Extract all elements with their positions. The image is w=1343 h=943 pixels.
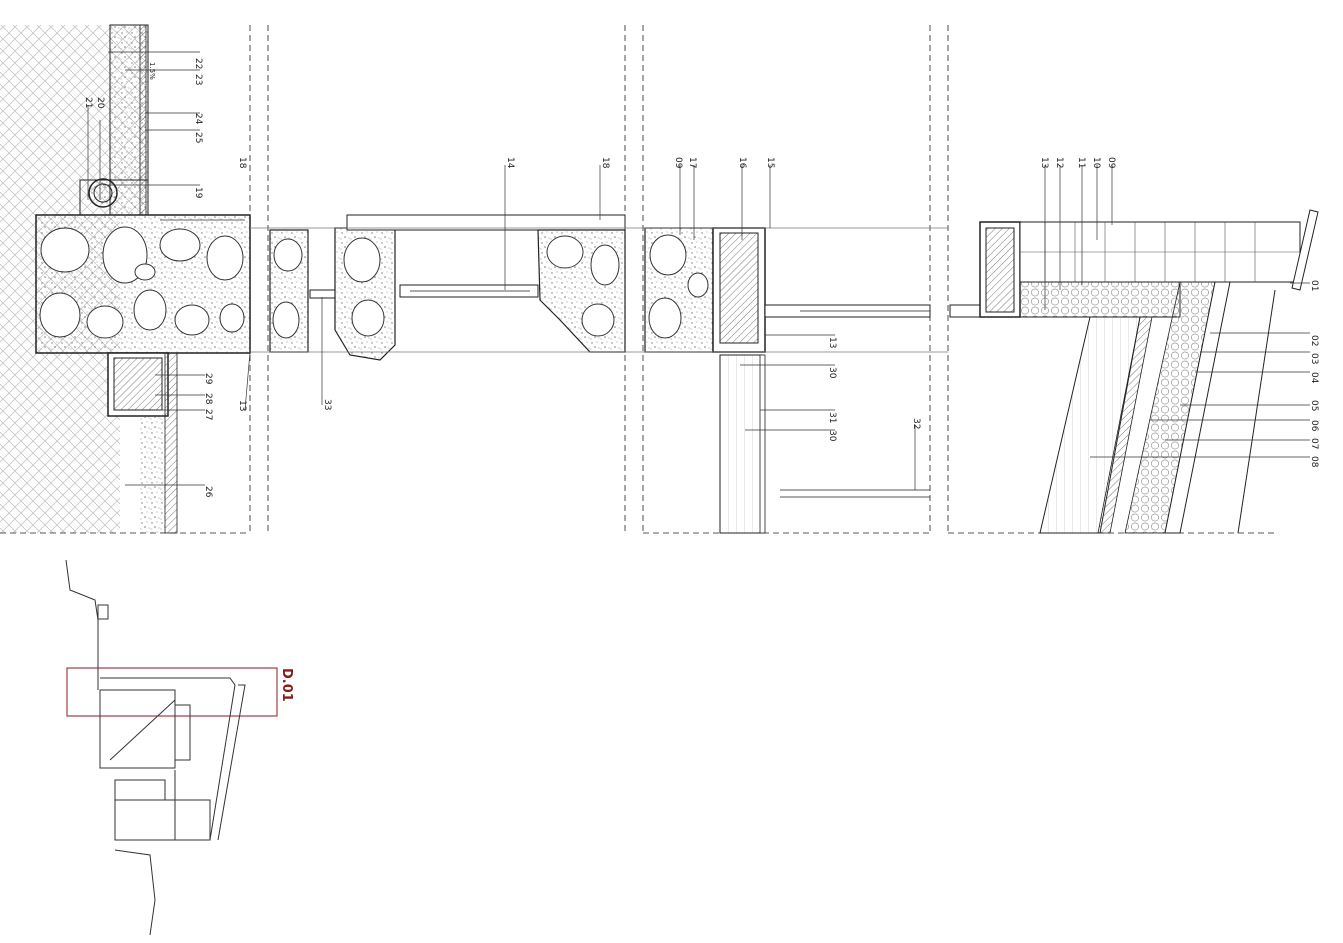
callout-20: 20 bbox=[95, 97, 105, 109]
callout-02: 02 bbox=[1309, 335, 1319, 346]
callout-13-right: 13 bbox=[1039, 157, 1049, 168]
callout-28: 28 bbox=[203, 393, 213, 405]
callout-31: 31 bbox=[827, 412, 837, 423]
callout-16: 16 bbox=[737, 157, 747, 169]
callout-15: 15 bbox=[765, 157, 775, 168]
callout-06: 06 bbox=[1309, 420, 1319, 432]
dimension-slope: 1.5% bbox=[148, 62, 156, 80]
callout-21: 21 bbox=[83, 97, 93, 108]
callout-29: 29 bbox=[203, 373, 213, 385]
callout-24: 24 bbox=[193, 113, 203, 125]
detail-label: D.01 bbox=[279, 668, 294, 702]
callout-07: 07 bbox=[1309, 438, 1319, 449]
callout-14: 14 bbox=[505, 157, 515, 169]
key-plan bbox=[65, 559, 278, 936]
callout-33: 33 bbox=[322, 399, 332, 410]
callout-05: 05 bbox=[1309, 400, 1319, 411]
callout-23: 23 bbox=[193, 74, 203, 85]
panel-lintel bbox=[643, 25, 931, 534]
callout-03: 03 bbox=[1309, 353, 1319, 364]
callout-25: 25 bbox=[193, 132, 203, 143]
callout-27: 27 bbox=[203, 409, 213, 420]
timber-post bbox=[719, 354, 763, 534]
callout-26: 26 bbox=[203, 486, 213, 498]
callout-01: 01 bbox=[1309, 280, 1319, 291]
panel-foundation bbox=[0, 24, 251, 534]
callout-30-bottom: 30 bbox=[827, 430, 837, 442]
drain-pipe bbox=[88, 178, 118, 208]
callout-08: 08 bbox=[1309, 456, 1319, 468]
callout-30-top: 30 bbox=[827, 367, 837, 379]
callout-13-mid: 13 bbox=[827, 337, 837, 348]
panel-window bbox=[269, 25, 626, 533]
callout-04: 04 bbox=[1309, 372, 1319, 384]
callout-09-roof: 09 bbox=[1106, 157, 1116, 169]
callout-09-lintel: 09 bbox=[673, 157, 683, 169]
callout-11: 11 bbox=[1076, 157, 1086, 168]
callout-32: 32 bbox=[911, 418, 921, 429]
callout-10: 10 bbox=[1091, 157, 1101, 169]
callout-13-left: 13 bbox=[237, 400, 247, 411]
callout-12: 12 bbox=[1054, 157, 1064, 168]
callout-19: 19 bbox=[193, 187, 203, 199]
callout-18-left: 18 bbox=[237, 157, 247, 169]
callout-17: 17 bbox=[687, 157, 697, 168]
callout-22: 22 bbox=[193, 58, 203, 69]
callout-18-mid: 18 bbox=[600, 157, 610, 169]
detail-frame-d01 bbox=[66, 667, 278, 717]
panel-roof bbox=[948, 209, 1319, 534]
